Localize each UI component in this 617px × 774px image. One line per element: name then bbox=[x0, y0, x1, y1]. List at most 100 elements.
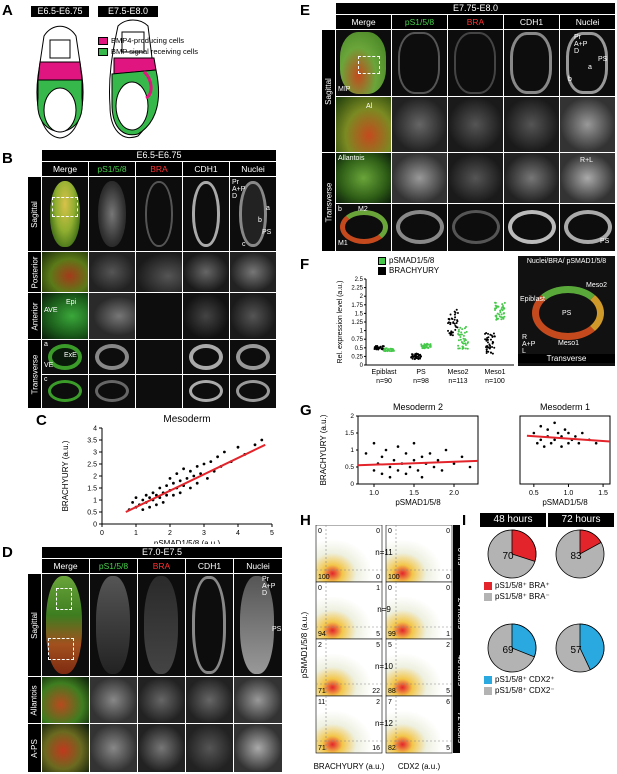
c-data-point bbox=[223, 450, 226, 454]
panel-b-label: B bbox=[2, 150, 13, 167]
c-data-point bbox=[216, 455, 220, 459]
b-sagittal-cdh1-image bbox=[183, 177, 229, 251]
h-density-plot bbox=[385, 581, 453, 640]
f-psmad-point bbox=[389, 350, 392, 353]
f-epiblast-label: Epiblast bbox=[520, 296, 545, 303]
h-quadrant-lr: 5 bbox=[376, 631, 380, 638]
f-psmad-point bbox=[497, 305, 500, 308]
e-ring-nuclei-image: PS bbox=[560, 204, 615, 251]
c-x-tick-label: 0 bbox=[100, 530, 104, 537]
f-psmad-point bbox=[503, 301, 506, 304]
g-meso2-x-label: pSMAD1/5/8 bbox=[395, 498, 441, 507]
c-y-tick-label: 4 bbox=[93, 426, 97, 433]
h-quadrant-lr: 0 bbox=[376, 574, 380, 581]
f-bra-point bbox=[447, 329, 450, 332]
panel-g-label: G bbox=[300, 402, 312, 419]
d-aps-nuclei-image bbox=[234, 724, 282, 772]
g-meso1-point bbox=[560, 445, 563, 448]
f-y-label: Rel. expression level (a.u.) bbox=[337, 281, 344, 364]
f-psmad-point bbox=[494, 307, 497, 310]
f-psmad-point bbox=[494, 308, 497, 311]
f-bra-point bbox=[485, 351, 488, 354]
b-trans-a-label: a bbox=[44, 341, 48, 348]
f-psmad-point bbox=[501, 303, 504, 306]
e-ring-cdh1-image bbox=[504, 204, 559, 251]
c-data-point bbox=[165, 484, 168, 487]
f-psmad-point bbox=[429, 345, 432, 348]
legend-item-bmp4: BMP4-producing cells bbox=[98, 35, 198, 46]
g-meso2-point bbox=[412, 441, 416, 445]
e-section-b: b bbox=[568, 76, 572, 83]
f-bra-point bbox=[375, 347, 378, 350]
e-ring-b-label: b bbox=[338, 206, 342, 213]
h-quadrant-ur: 1 bbox=[376, 585, 380, 592]
i-pie-slice-positive bbox=[579, 623, 605, 671]
d-sagittal-bra-image bbox=[138, 574, 185, 676]
panel-f-label: F bbox=[300, 256, 310, 273]
b-col-cdh1: CDH1 bbox=[183, 162, 229, 176]
panel-a-stage1: E6.5-E6.75 bbox=[31, 6, 89, 17]
panel-a-label: A bbox=[2, 2, 13, 19]
c-fit-line bbox=[125, 443, 266, 513]
h-quadrant-ll: 71 bbox=[318, 688, 326, 695]
h-quadrant-ul: 11 bbox=[318, 699, 325, 706]
e-sagittal-zoom-nuclei-image bbox=[560, 97, 615, 152]
g-meso1-point bbox=[581, 431, 584, 435]
i-pie-value: 70 bbox=[502, 551, 514, 562]
f-group-n: n=90 bbox=[376, 378, 392, 385]
f-bra-point bbox=[377, 346, 380, 349]
f-bra-point bbox=[453, 318, 456, 321]
f-meso2-label: Meso2 bbox=[586, 282, 608, 289]
b-anterior-bra-image bbox=[136, 293, 182, 339]
g-meso2-point bbox=[428, 452, 432, 455]
b-transverse-c-bra-image bbox=[136, 375, 182, 408]
e-col-nuclei: Nuclei bbox=[560, 15, 615, 29]
f-psmad-point bbox=[503, 315, 506, 318]
e-ring-ps-label: PS bbox=[600, 238, 610, 245]
c-data-point bbox=[189, 469, 192, 473]
f-psmad-point bbox=[466, 341, 469, 344]
f-psmad-point bbox=[457, 347, 460, 350]
f-bra-point bbox=[449, 313, 452, 316]
panel-e-label: E bbox=[300, 2, 311, 19]
c-data-point bbox=[141, 508, 145, 511]
f-bra-point bbox=[417, 357, 420, 360]
c-x-label: pSMAD1/5/8 (a.u.) bbox=[154, 539, 221, 544]
f-meso1-label: Meso1 bbox=[558, 340, 580, 347]
f-bra-point bbox=[492, 332, 495, 335]
i-cdx-legend: pS1/5/8⁺ CDX2⁺ pS1/5/8⁺ CDX2⁻ bbox=[484, 674, 555, 696]
f-psmad-point bbox=[500, 313, 503, 316]
b-ps-label: PS bbox=[262, 229, 272, 236]
c-data-point bbox=[185, 477, 189, 480]
g-meso2-point bbox=[468, 465, 472, 469]
h-density-plot bbox=[385, 695, 453, 754]
e-ps-label: PS bbox=[598, 56, 608, 63]
e-sagittal-bra-image bbox=[448, 30, 503, 96]
g-meso1-point bbox=[553, 438, 556, 442]
f-bra-point bbox=[491, 335, 494, 338]
b-row-anterior: Anterior bbox=[28, 293, 41, 339]
f-bra-point bbox=[411, 353, 414, 356]
d-sagittal-cdh1-image bbox=[186, 574, 233, 676]
g-meso2-point bbox=[384, 448, 388, 452]
f-bra-point bbox=[452, 322, 455, 325]
h-time-bg bbox=[453, 525, 460, 582]
f-psmad-point bbox=[463, 327, 466, 330]
g-meso1-x-tick-label: 0.5 bbox=[529, 490, 539, 497]
c-data-point bbox=[175, 472, 179, 475]
h-n-label: n=12 bbox=[375, 719, 394, 728]
panel-c-label: C bbox=[36, 412, 47, 429]
f-psmad-point bbox=[461, 342, 464, 345]
c-data-point bbox=[165, 493, 168, 497]
f-psmad-point bbox=[500, 318, 503, 321]
f-psmad-point bbox=[464, 339, 467, 342]
b-trans-c-label: c bbox=[44, 376, 48, 383]
h-n-label: n=9 bbox=[377, 605, 391, 614]
e-ring-merge-image: b M2 M1 bbox=[336, 204, 391, 251]
b-transverse-a-nuclei-image bbox=[230, 340, 276, 374]
c-data-point bbox=[260, 438, 264, 442]
g-meso1-point bbox=[563, 428, 567, 431]
